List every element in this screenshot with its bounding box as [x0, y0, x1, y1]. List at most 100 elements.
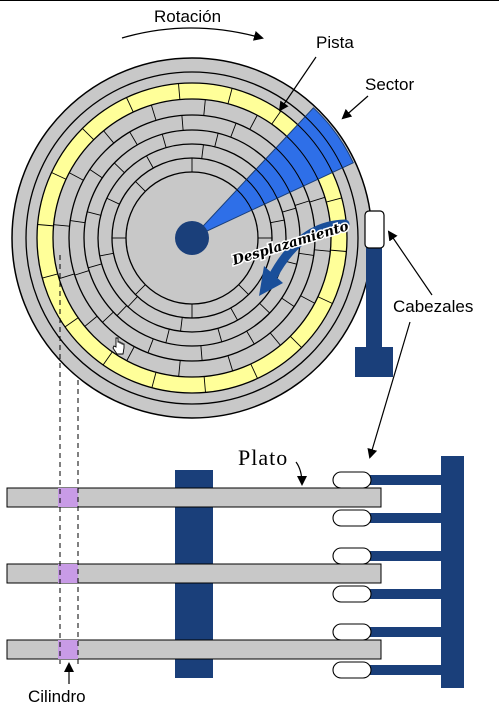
platter-label: Plato	[238, 445, 288, 470]
sector-label: Sector	[365, 75, 414, 94]
disk-ring-1	[25, 71, 359, 405]
sector-divider	[151, 372, 157, 388]
sector-divider	[289, 335, 302, 348]
disk-ring-3	[52, 98, 332, 378]
sector-divider	[227, 355, 234, 372]
sector-divider	[201, 144, 204, 159]
read-head	[332, 471, 372, 489]
sector-divider	[181, 115, 184, 131]
sector-divider	[37, 224, 54, 227]
head-arm	[362, 665, 442, 675]
sector-divider	[51, 172, 67, 180]
sector-divider	[203, 376, 206, 393]
sector-divider	[165, 329, 170, 343]
sector-divider	[282, 207, 296, 213]
track-pointer	[278, 56, 317, 112]
cylinder-segment	[58, 564, 78, 583]
sector-divider	[113, 162, 125, 174]
sector-divider	[69, 172, 84, 181]
head-arm	[362, 513, 442, 523]
sector-divider	[180, 317, 183, 332]
sector-divider	[87, 211, 101, 216]
sector-wedge-ring	[255, 168, 278, 199]
platter-side	[6, 639, 382, 660]
head-arm-base	[355, 347, 393, 377]
platter-side	[6, 563, 382, 584]
sector-divider	[230, 307, 238, 321]
heads-pointer-top	[387, 230, 433, 296]
platter-top-view: Desplazamiento	[11, 57, 373, 419]
sector-divider	[217, 328, 223, 342]
sector-wedge-ring	[304, 116, 343, 169]
sector-divider	[64, 317, 79, 328]
sector-divider	[116, 305, 128, 317]
head-arm-shaft	[366, 238, 382, 354]
sector-divider	[150, 104, 157, 121]
sector-pointer	[341, 95, 369, 120]
sector-wedge-ring	[246, 179, 265, 205]
sector-divider	[103, 130, 115, 144]
sector-wedge-ring	[275, 147, 304, 187]
sector-divider	[227, 88, 233, 104]
sector-divider	[147, 338, 154, 353]
head-arm	[362, 475, 442, 485]
disk-ring-6	[97, 143, 287, 333]
sector-divider	[271, 110, 282, 125]
sector-divider	[317, 296, 333, 304]
sector-divider	[127, 296, 138, 308]
head-arms	[332, 471, 442, 679]
sector-wedge-ring	[265, 158, 291, 193]
sector-wedge-rings	[236, 116, 343, 211]
cylinder-label: Cilindro	[28, 687, 86, 706]
sector-divider	[53, 224, 70, 227]
heads-pointer-bottom	[367, 321, 411, 459]
sector-divider	[58, 273, 75, 280]
sector-divider	[314, 249, 331, 252]
sector-dividers	[37, 83, 347, 393]
sector-divider	[269, 332, 281, 346]
sector-divider	[129, 131, 138, 146]
sector-divider	[246, 330, 255, 345]
sector-divider	[309, 196, 326, 203]
sector-divider	[300, 295, 315, 304]
sector-divider	[42, 273, 58, 279]
hand-cursor-icon	[112, 337, 125, 355]
sector-divider	[238, 284, 249, 295]
sector-divider	[146, 155, 154, 169]
sector-divider	[200, 345, 203, 361]
track-highlight	[37, 83, 347, 393]
sector-divider	[70, 220, 86, 224]
sector-divider	[214, 133, 219, 147]
sector-divider	[102, 351, 113, 366]
disk-ring-2	[36, 82, 348, 394]
track-label: Pista	[316, 33, 354, 52]
disk-ring-4	[68, 114, 316, 362]
sector-divider	[281, 297, 295, 307]
sector-wedge-ring	[297, 124, 333, 173]
sector-wedge-ring	[236, 189, 253, 211]
read-head	[332, 547, 372, 565]
sector-divider	[102, 311, 114, 323]
sector-divider	[88, 263, 102, 269]
sector-divider	[126, 346, 135, 361]
head-arm	[362, 589, 442, 599]
platter-pointer	[295, 461, 307, 486]
sector-divider	[270, 219, 285, 224]
sector-divider	[135, 284, 146, 295]
sector-divider	[82, 128, 95, 141]
sector-divider	[330, 249, 347, 252]
sector-divider	[161, 134, 167, 148]
sector-divider	[178, 360, 181, 377]
sector-divider	[249, 115, 258, 130]
rotation-arrow	[121, 27, 264, 41]
sector-divider	[298, 252, 314, 256]
sector-divider	[84, 315, 98, 327]
read-head	[332, 661, 372, 679]
head-actuator-post	[441, 456, 464, 688]
rotation-label: Rotación	[154, 7, 221, 26]
sector-wedge-ring	[286, 135, 319, 180]
read-head	[332, 509, 372, 527]
sector-divider	[99, 252, 114, 257]
sector-divider	[106, 197, 120, 205]
